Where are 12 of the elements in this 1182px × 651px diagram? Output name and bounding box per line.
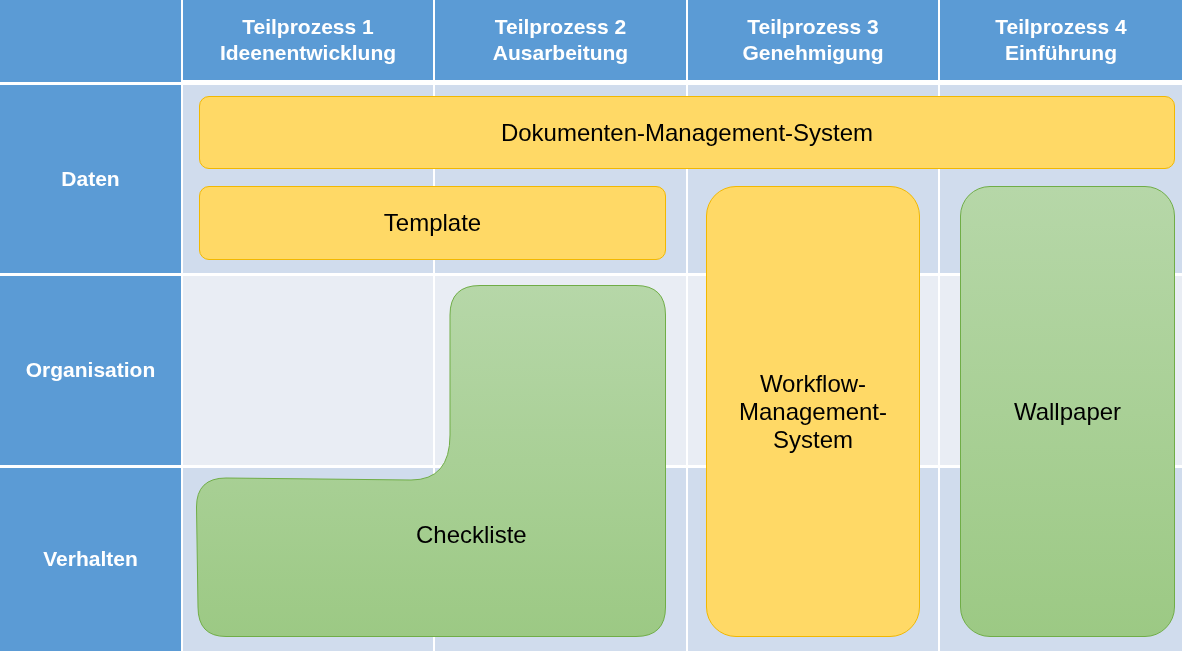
box-label: Checkliste xyxy=(416,521,527,549)
column-header: Teilprozess 4 Einführung xyxy=(940,0,1182,80)
row-header: Verhalten xyxy=(0,468,181,651)
column-header: Teilprozess 3 Genehmigung xyxy=(688,0,938,80)
column-header: Teilprozess 1 Ideenentwicklung xyxy=(183,0,433,80)
process-box: Template xyxy=(199,186,666,260)
row-header: Organisation xyxy=(0,276,181,465)
process-box: Dokumenten-Management-System xyxy=(199,96,1175,169)
process-box: Wallpaper xyxy=(960,186,1175,637)
process-box: Workflow-Management-System xyxy=(706,186,920,637)
column-header: Teilprozess 2 Ausarbeitung xyxy=(435,0,686,80)
row-header: Daten xyxy=(0,85,181,273)
